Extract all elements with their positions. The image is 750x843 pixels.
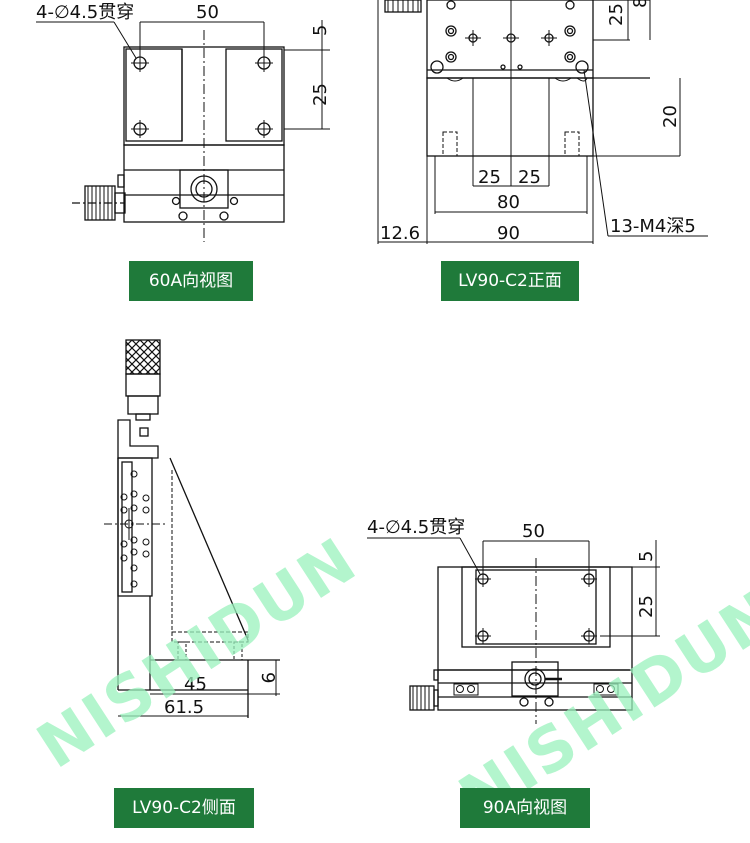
caption-lv90-side: LV90-C2侧面 (114, 788, 254, 828)
lv90-front-dim-90: 90 (497, 223, 520, 244)
caption-view-90a: 90A向视图 (460, 788, 590, 828)
view-90a-dim-height: 25 (636, 595, 657, 618)
lv90-side-dim-45: 45 (184, 674, 207, 695)
lv90-front-drawing (377, 0, 708, 244)
view-60a-dim-height: 25 (310, 83, 331, 106)
lv90-front-dim-25-top: 25 (606, 3, 627, 26)
lv90-front-dim-8: 8 (630, 0, 651, 8)
lv90-front-dim-80: 80 (497, 192, 520, 213)
lv90-front-dim-20: 20 (660, 105, 681, 128)
view-60a-dim-width: 50 (196, 2, 219, 23)
view-90a-dim-width: 50 (522, 521, 545, 542)
lv90-side-drawing (104, 339, 280, 718)
caption-lv90-front: LV90-C2正面 (441, 261, 579, 301)
view-90a-holes-label: 4-∅4.5贯穿 (367, 517, 465, 538)
lv90-front-dim-12-6: 12.6 (380, 223, 420, 244)
lv90-front-dim-25-left: 25 (478, 167, 501, 188)
view-60a-holes-label: 4-∅4.5贯穿 (36, 2, 134, 23)
view-60a-drawing (36, 20, 330, 242)
view-90a-dim-top: 5 (636, 551, 657, 562)
lv90-front-tap-label: 13-M4深5 (610, 216, 696, 237)
view-60a-dim-top: 5 (310, 25, 331, 36)
lv90-front-dim-25-right: 25 (518, 167, 541, 188)
lv90-side-dim-61-5: 61.5 (164, 697, 204, 718)
watermark-left: NISHIDUN (24, 523, 369, 783)
view-90a-drawing (367, 537, 660, 724)
lv90-side-dim-9: 9 (257, 672, 278, 683)
caption-view-60a: 60A向视图 (129, 261, 253, 301)
